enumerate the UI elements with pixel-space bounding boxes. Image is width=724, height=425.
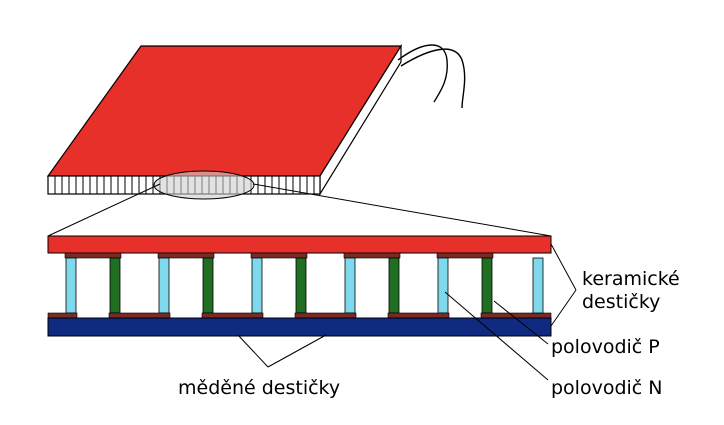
leader-lines [237, 243, 577, 381]
copper-strip-top [250, 252, 308, 259]
copper-strip-top [157, 252, 215, 259]
semiconductor-n-leg [65, 257, 77, 314]
semiconductor-n-leg [158, 257, 170, 314]
semiconductor-n-leg [251, 257, 263, 314]
semiconductor-n-leg [532, 257, 544, 314]
semiconductor-n-leg [344, 257, 356, 314]
semiconductor-n-leg [437, 257, 449, 314]
semiconductor-p-leg [388, 257, 400, 314]
ceramic-plate-bottom [47, 317, 552, 337]
label-semiconductor-p: polovodič P [551, 336, 660, 358]
cross-section [47, 235, 552, 337]
leader-copper [267, 334, 327, 368]
leader-semiconductor-p [493, 300, 549, 345]
label-semiconductor-n: polovodič N [551, 377, 663, 399]
module-perspective [46, 43, 466, 200]
lead-wire [397, 44, 448, 103]
semiconductor-p-leg [481, 257, 493, 314]
zoom-ellipse [153, 170, 255, 200]
lead-wire [400, 48, 466, 109]
copper-strip-bottom [294, 312, 357, 319]
copper-strip-top [64, 252, 122, 259]
zoom-line [252, 183, 552, 237]
copper-strip-bottom [480, 312, 552, 319]
thermocouple-legs [47, 252, 552, 319]
leader-ceramic-top [550, 243, 577, 291]
label-ceramic-plates-line2: destičky [582, 291, 661, 313]
copper-strip-bottom [387, 312, 450, 319]
label-copper-plates: měděné destičky [178, 377, 341, 399]
leader-copper [237, 334, 269, 368]
leader-semiconductor-n [444, 291, 549, 381]
semiconductor-p-leg [295, 257, 307, 314]
copper-strip-bottom [47, 312, 78, 319]
semiconductor-p-leg [202, 257, 214, 314]
label-ceramic-plates-line1: keramické [582, 268, 680, 290]
ceramic-plate-top [47, 235, 552, 254]
copper-strip-top [436, 252, 494, 259]
module-top-face [46, 45, 403, 177]
copper-strip-top [343, 252, 401, 259]
copper-strip-bottom [201, 312, 264, 319]
copper-strip-bottom [108, 312, 171, 319]
semiconductor-p-leg [109, 257, 121, 314]
zoom-line [47, 183, 161, 237]
leader-ceramic-bottom [550, 289, 577, 327]
